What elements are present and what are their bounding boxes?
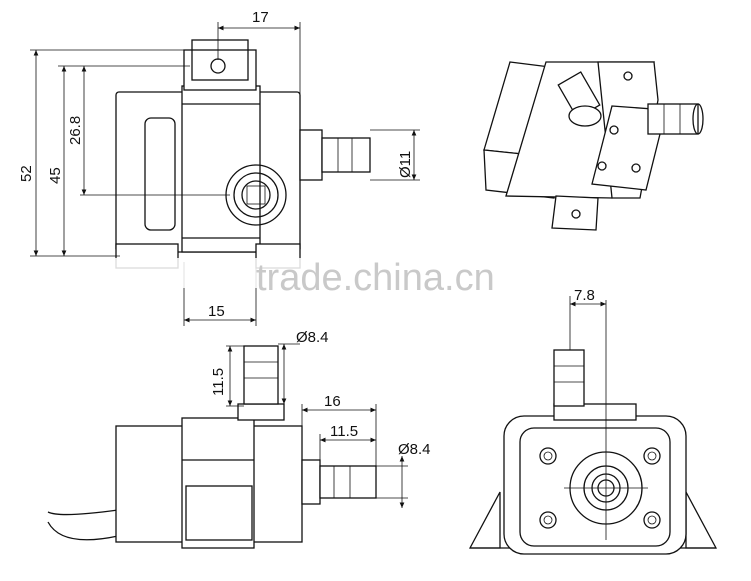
dim-inlet-length: 11.5 [210, 368, 227, 396]
watermark-text: trade.china.cn [256, 257, 495, 299]
dim-body-height: 45 [47, 167, 64, 184]
dim-side-length-2: 11.5 [330, 423, 358, 440]
end-view [468, 300, 718, 555]
side-view [47, 345, 377, 549]
dim-base-offset: 15 [208, 303, 225, 320]
side-view-dimensions: 11.5 Ø8.4 16 11.5 Ø8.4 [210, 329, 431, 508]
isometric-view [483, 61, 704, 231]
dim-top-width: 17 [252, 9, 269, 26]
dim-inlet-diameter-top: Ø8.4 [296, 329, 329, 346]
dim-inlet-diameter-side: Ø8.4 [398, 441, 431, 458]
front-view-dimensions: 17 52 45 26.8 Ø11 15 [18, 9, 420, 326]
dim-side-length: 16 [324, 393, 341, 410]
front-view [115, 39, 371, 269]
dim-end-view-offset: 7.8 [574, 287, 595, 304]
dim-overall-height: 52 [18, 165, 35, 182]
end-view-dimensions: 7.8 [569, 287, 606, 350]
watermark-band: trade.china.cn [0, 257, 520, 299]
dim-outlet-diameter: Ø11 [397, 151, 414, 178]
dim-inner-height: 26.8 [67, 116, 84, 145]
